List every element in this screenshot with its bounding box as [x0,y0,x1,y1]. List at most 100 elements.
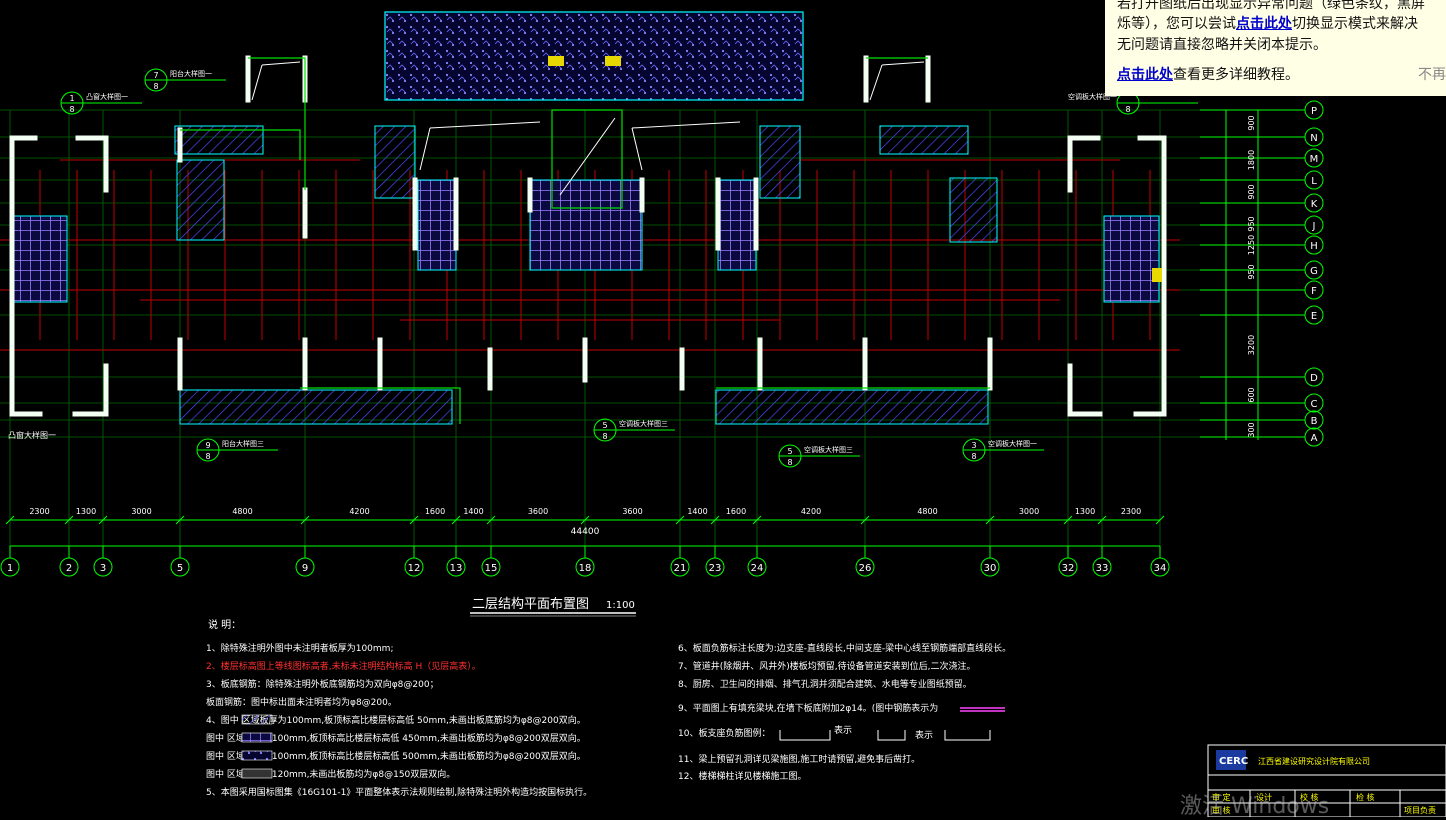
grid-number: 5 [177,563,183,574]
section-mark-sheet: 8 [787,458,792,467]
legend-word-1: 表示 [834,724,852,736]
dimension-value: 4200 [349,507,369,516]
display-notice-panel: 若打开图纸后出现显示异常问题（绿色条纹，黑屏 烁等），您可以尝试点击此处切换显示… [1105,0,1446,96]
right-dimension-value: 1250 [1247,235,1256,255]
dimension-tick [710,515,720,525]
dimension-value: 3000 [1019,507,1039,516]
grid-bubble [747,557,767,577]
dimension-value: 2300 [29,507,49,516]
right-dimension-value: 1800 [1247,150,1256,170]
notes-hatch-samples [241,714,273,779]
grid-letter: E [1311,311,1317,322]
grid-bubble [1150,557,1170,577]
grid-bubble [59,557,79,577]
notes-right: 6、板面负筋标注长度为:边支座-直线段长,中间支座-梁中心线至钢筋端部直线段长。… [678,642,1011,782]
grid-bubble [980,557,1000,577]
grid-letter: M [1310,154,1319,165]
section-mark-number: 7 [153,71,158,80]
dimension-value: 2300 [1121,507,1141,516]
selection-markers [548,56,1162,282]
grid-number: 9 [302,563,308,574]
title-block-cell: 检 核 [1356,792,1375,802]
grid-bubble [1304,193,1324,213]
grid-number: 34 [1154,563,1167,574]
wall-outline [180,57,990,424]
more-tutorial-link[interactable]: 点击此处 [1117,67,1173,83]
dimension-value: 1600 [425,507,445,516]
grid-bubble [1304,260,1324,280]
grid-letter: K [1311,199,1318,210]
grid-bubble [1058,557,1078,577]
grid-number: 15 [485,563,498,574]
dimension-tick [5,515,15,525]
note-left-line: 图中 区域板厚为100mm,板顶标高比楼层标高低 500mm,未画出板筋均为φ8… [206,750,586,762]
right-dimension-value: 950 [1247,216,1256,231]
right-dimension-value: 900 [1247,184,1256,199]
grid-bubble [93,557,113,577]
grid-bubble [481,557,501,577]
beam-lines [0,159,1180,351]
grid-letter: J [1312,221,1316,232]
dimension-value: 4800 [232,507,252,516]
title-block-cell: 审 核 [1212,805,1231,815]
grid-bubble [1304,215,1324,235]
note-right-line: 8、厨房、卫生间的排烟、排气孔洞并须配合建筑、水电等专业图纸预留。 [678,678,972,690]
title-block-cell: 校 核 [1300,792,1319,802]
grid-bubble [1304,280,1324,300]
title-block-cell: 项目负责 [1404,805,1436,815]
grid-number: 23 [709,563,722,574]
walls [9,55,1167,417]
grid-bubble [855,557,875,577]
windows-activation-watermark: 激活 Windows [1180,794,1330,819]
grid-letter: L [1311,176,1317,187]
grid-letter: A [1311,433,1318,444]
right-dimension-value: 3200 [1247,335,1256,355]
note-left-line: 5、本图采用国标图集《16G101-1》平面整体表示法规则绘制,除特殊注明外构造… [206,786,592,798]
section-mark-sheet: 8 [69,105,74,114]
section-mark-number: 5 [787,447,792,456]
note-left-line: 板面钢筋：图中标出面未注明者均为φ8@200。 [206,696,397,708]
section-mark-number: 3 [971,441,976,450]
rebar-legend [960,707,1005,712]
title-block [1207,744,1446,817]
note-right-line: 12、楼梯梯柱详见楼梯施工图。 [678,770,806,782]
grid-bubble [1304,367,1324,387]
title-block-cell: 设计 [1256,792,1272,802]
dimension-value: 1400 [687,507,707,516]
dimension-value: 1300 [1075,507,1095,516]
grid-number: 24 [751,563,764,574]
grid-bubble [1304,305,1324,325]
dimension-value: 1300 [76,507,96,516]
notice-line-3: 无问题请直接忽略并关闭本提示。 [1117,37,1327,53]
notice-line-4: 点击此处查看更多详细教程。 [1117,65,1299,86]
section-mark-label: 阳台大样图一 [170,69,212,78]
right-dimension-value: 950 [1247,264,1256,279]
dimension-tick [98,515,108,525]
grid-bubble [1304,235,1324,255]
section-mark-number: 9 [205,441,210,450]
section-mark-sheet: 8 [971,452,976,461]
note-right-line: 9、平面图上有填充梁块,在墙下板底附加2φ14。(图中钢筋表示为 [678,702,938,714]
note-left-line: 2、楼层标高图上等线图标高者,未标未注明结构标高 H（见层高表）。 [206,660,481,672]
switch-display-mode-link[interactable]: 点击此处 [1236,16,1292,32]
dimension-value: 4800 [917,507,937,516]
note-left-line: 3、板底钢筋：除特殊注明外板底钢筋均为双向φ8@200； [206,678,439,690]
dont-show-again-button[interactable]: 不再 [1418,67,1446,83]
dimension-tick [860,515,870,525]
note-left-line: 4、图中 区域板厚为100mm,板顶标高比楼层标高低 50mm,未画出板底筋均为… [206,714,586,726]
dimension-tick [580,515,590,525]
dimension-value: 3000 [131,507,151,516]
dimension-value: 4200 [801,507,821,516]
grid-bubble [1304,170,1324,190]
dimension-value: 1400 [463,507,483,516]
dimension-value: 3600 [528,507,548,516]
left-detail-label: 凸窗大样图一 [8,430,56,440]
grid-number: 30 [984,563,997,574]
section-marks: 78阳台大样图一18凸窗大样图一98阳台大样图三58空调板大样图三58空调板大样… [60,68,1198,468]
title-block-cells: 审 定设计校 核检 核审 核项目负责 [1212,792,1436,815]
dimension-tick [486,515,496,525]
